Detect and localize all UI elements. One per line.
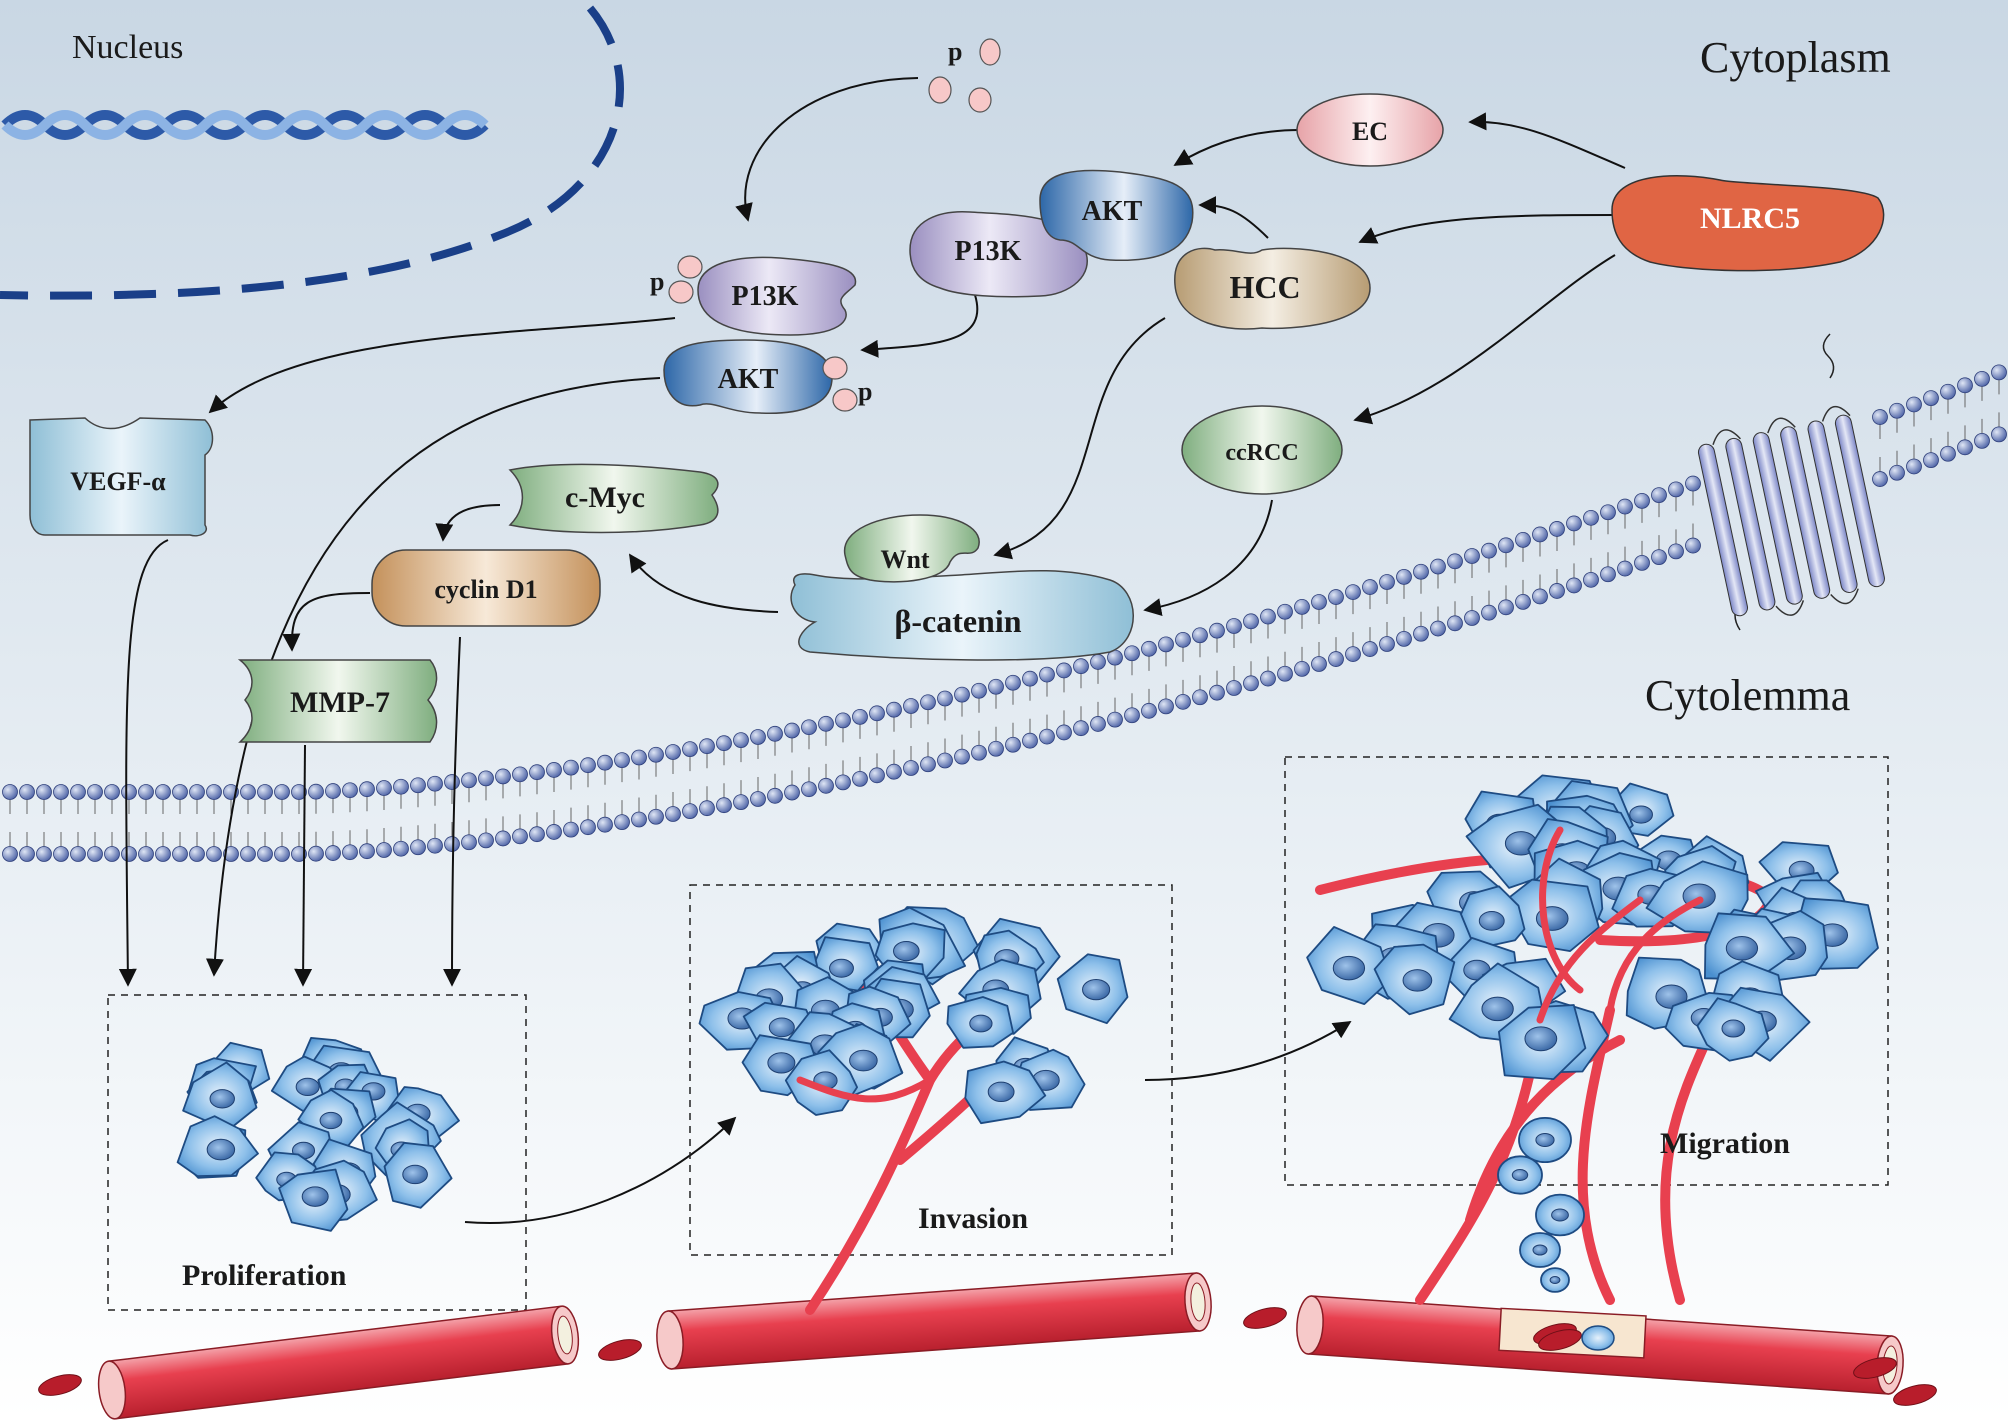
proliferation-cell-cluster	[176, 1037, 460, 1232]
cytoplasm-label: Cytoplasm	[1700, 33, 1891, 82]
red-blood-cell	[1893, 1384, 1937, 1406]
arrow-nlrc5-to-ec	[1468, 112, 1626, 169]
migrating-cell	[1518, 1117, 1572, 1164]
vegf-label: VEGF-α	[70, 467, 166, 496]
migrating-cell	[1535, 1193, 1585, 1237]
red-blood-cell	[598, 1339, 642, 1361]
tumor-cell	[1498, 1004, 1587, 1080]
node-bcatenin: β-catenin	[790, 569, 1134, 661]
tumor-cell	[1306, 926, 1392, 1005]
cyclin-label: cyclin D1	[434, 575, 537, 604]
arrow-vegf-to-proliferation	[118, 539, 169, 987]
bcatenin-label: β-catenin	[894, 603, 1021, 639]
arrow-akt-to-proliferation	[205, 377, 661, 977]
pi3k-top-label: P13K	[955, 236, 1022, 267]
arrow-hcc-to-wnt	[993, 317, 1166, 560]
tumor-cell	[1056, 953, 1129, 1025]
blood-vessels	[38, 1272, 1937, 1420]
hcc-label: HCC	[1229, 269, 1300, 305]
arrow-ec-to-akt	[1173, 129, 1301, 166]
arrow-pi3k-to-vegf	[208, 317, 676, 414]
lipid-row-inner	[2, 412, 2007, 862]
node-cmyc: c-Myc	[508, 463, 719, 534]
node-nlrc5: NLRC5	[1611, 175, 1885, 272]
pi3k-p-label: P13K	[732, 281, 799, 312]
intravasating-cell	[1581, 1325, 1615, 1351]
tumor-cell	[278, 1168, 349, 1232]
mmp7-label: MMP-7	[290, 686, 390, 719]
node-ccrcc: ccRCC	[1181, 405, 1343, 495]
tumor-cell	[946, 996, 1014, 1049]
proliferation-label: Proliferation	[182, 1259, 347, 1292]
lipid-row-outer	[2, 364, 2007, 814]
tumor-cell	[1704, 912, 1796, 981]
tumor-cell	[964, 1060, 1047, 1125]
node-pi3k-p: P13K p	[650, 255, 857, 336]
arrow-pi3k-to-akt	[860, 294, 979, 358]
red-blood-cell	[1853, 1357, 1897, 1379]
vessel-proliferation	[97, 1305, 580, 1420]
arrow-mmp7-to-proliferation	[294, 744, 313, 987]
ec-label: EC	[1352, 117, 1388, 146]
akt-p-label: AKT	[718, 364, 779, 395]
proliferation-box	[107, 994, 527, 1311]
red-blood-cell	[1538, 1329, 1582, 1351]
node-hcc: HCC	[1174, 247, 1371, 330]
node-wnt: Wnt	[843, 514, 980, 583]
arrow-ccrcc-to-bcatenin	[1143, 499, 1273, 616]
arrow-nlrc5-to-hcc	[1358, 214, 1616, 244]
arrow-nlrc5-to-ccrcc	[1353, 254, 1616, 425]
tumor-cell	[182, 1061, 258, 1129]
ccrcc-label: ccRCC	[1225, 440, 1298, 466]
dna-helix-icon	[1, 110, 489, 140]
phosphate-label-pi3k: p	[650, 267, 664, 296]
nucleus-region: Nucleus	[0, 5, 624, 300]
tumor-cell	[1696, 997, 1770, 1062]
arrow-hcc-to-akt	[1198, 196, 1269, 239]
invasion-cell-cluster	[698, 906, 1129, 1125]
phosphate-group-top: p	[928, 37, 1001, 113]
arrows	[118, 77, 1626, 1224]
phosphate-label-akt: p	[858, 377, 872, 406]
migrating-cell	[1540, 1267, 1570, 1293]
akt-top-label: AKT	[1082, 196, 1143, 227]
node-akt-p: AKT p	[663, 339, 872, 414]
cmyc-label: c-Myc	[565, 481, 645, 514]
node-ec: EC	[1296, 93, 1444, 167]
cell-membrane	[2, 364, 2007, 862]
node-pi3k-top: P13K	[909, 211, 1088, 298]
transmembrane-receptor-icon	[1697, 333, 1885, 631]
invasion-label: Invasion	[918, 1202, 1028, 1235]
tumor-cell	[176, 1115, 259, 1177]
arrow-cmyc-to-cyclin	[435, 504, 501, 542]
vessel-invasion	[656, 1272, 1212, 1370]
nuclear-envelope	[0, 5, 624, 300]
invasion-box	[689, 884, 1173, 1256]
arrow-proliferation-to-invasion	[464, 1116, 737, 1224]
red-blood-cell	[1243, 1307, 1287, 1329]
nlrc5-label: NLRC5	[1700, 202, 1800, 235]
nucleus-label: Nucleus	[72, 29, 183, 66]
migrating-cell	[1519, 1232, 1561, 1268]
node-cyclin: cyclin D1	[371, 549, 601, 627]
red-blood-cell	[38, 1374, 82, 1396]
migration-cell-cluster	[1306, 774, 1879, 1293]
tumor-cell	[383, 1141, 453, 1209]
arrow-bcatenin-to-cyclin	[629, 553, 779, 613]
node-mmp7: MMP-7	[237, 659, 438, 743]
vessel-branches-front	[796, 826, 1704, 1103]
arrow-cyclin-to-mmp7	[282, 592, 371, 652]
arrow-cyclin-to-proliferation	[443, 636, 462, 987]
arrow-p-to-pi3k	[735, 77, 919, 222]
wnt-label: Wnt	[880, 545, 929, 574]
phosphate-label-top: p	[948, 37, 962, 66]
node-vegf: VEGF-α	[29, 417, 214, 537]
migrating-cell	[1497, 1155, 1543, 1195]
migration-label: Migration	[1660, 1127, 1790, 1160]
node-akt-top: AKT	[1039, 169, 1194, 262]
tumor-cell	[1373, 943, 1456, 1016]
cytolemma-label: Cytolemma	[1645, 671, 1850, 720]
